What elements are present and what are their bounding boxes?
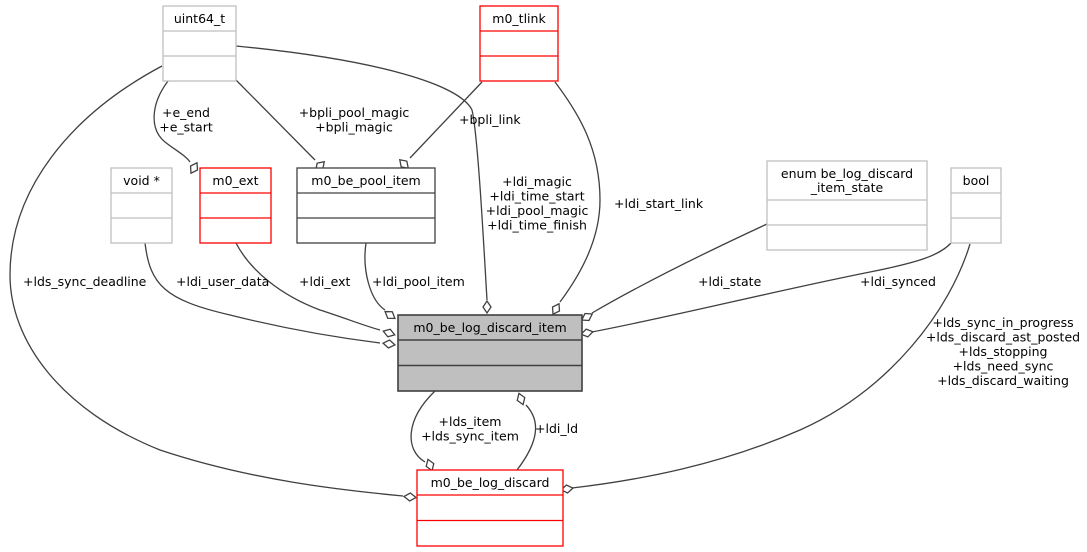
- member-label: +ldi_time_start: [489, 189, 584, 204]
- class-node-m0-ext[interactable]: m0_ext: [199, 167, 272, 244]
- edge-label-uint64-t-to-m0-be-log-discard-item: +ldi_magic+ldi_time_start+ldi_pool_magic…: [486, 174, 589, 233]
- edge-label-m0-tlink-to-m0-be-log-discard-item: +ldi_start_link: [614, 196, 704, 211]
- association-edge: [409, 81, 483, 159]
- member-label: +lds_sync_item: [421, 429, 519, 444]
- aggregation-diamond-icon: [381, 339, 397, 349]
- member-label: +bpli_magic: [315, 120, 393, 135]
- association-edge: [591, 223, 768, 314]
- class-node-uint64-t[interactable]: uint64_t: [162, 5, 237, 82]
- member-label: +ldi_synced: [860, 274, 936, 289]
- aggregation-diamond-icon: [516, 392, 526, 406]
- aggregation-diamond-icon: [384, 310, 396, 320]
- association-edge: [410, 390, 436, 463]
- member-label: +lds_sync_in_progress: [932, 315, 1073, 330]
- association-edge: [235, 45, 488, 301]
- edge-label-enum-state-to-m0-be-log-discard-item: +ldi_state: [698, 274, 762, 289]
- class-box: [296, 167, 436, 244]
- member-label: +bpli_link: [459, 112, 521, 127]
- class-box: [950, 167, 1002, 244]
- association-edge: [9, 65, 404, 497]
- member-label: +ldi_start_link: [614, 196, 704, 211]
- member-label: +lds_discard_ast_posted: [926, 330, 1080, 345]
- edge-label-uint64-t-to-m0-ext: +e_end+e_start: [159, 105, 213, 135]
- class-box: [162, 5, 237, 82]
- aggregation-diamond-icon: [551, 302, 561, 316]
- association-edge: [554, 81, 601, 303]
- edge-label-bool-to-m0-be-log-discard: +lds_sync_in_progress+lds_discard_ast_po…: [926, 315, 1080, 388]
- member-label: +ldi_user_data: [176, 274, 269, 289]
- member-label: +lds_stopping: [959, 344, 1048, 359]
- member-label: +e_end: [162, 105, 210, 120]
- member-label: +lds_need_sync: [953, 359, 1054, 374]
- edge-label-m0-be-log-discard-item-to-m0-be-log-discard: +lds_item+lds_sync_item: [421, 414, 519, 444]
- class-box: [110, 167, 173, 244]
- member-label: +ldi_ext: [299, 274, 350, 289]
- association-edge: [235, 242, 381, 331]
- class-node-bool[interactable]: bool: [950, 167, 1002, 244]
- class-box: [479, 5, 559, 82]
- association-edge: [571, 243, 971, 489]
- edge-label-m0-be-pool-item-to-m0-be-log-discard-item: +ldi_pool_item: [372, 274, 465, 289]
- labels-layer: +e_end+e_start +bpli_pool_magic+bpli_magi…: [23, 105, 1080, 444]
- class-name: uint64_t: [174, 11, 225, 26]
- class-name: m0_be_log_discard_item: [413, 320, 566, 335]
- edge-label-bool-to-m0-be-log-discard-item: +ldi_synced: [860, 274, 936, 289]
- aggregation-diamond-icon: [482, 299, 492, 315]
- class-box: [766, 160, 928, 251]
- member-label: +ldi_magic: [502, 174, 572, 189]
- member-label: +lds_item: [439, 414, 502, 429]
- class-name: m0_ext: [212, 173, 258, 188]
- member-label: +ldi_time_finish: [487, 218, 587, 233]
- member-label: +ldi_ld: [535, 421, 578, 436]
- member-label: +lds_sync_deadline: [23, 274, 147, 289]
- association-edge: [144, 242, 381, 344]
- class-node-m0-be-pool-item[interactable]: m0_be_pool_item: [296, 167, 436, 244]
- association-edge: [364, 242, 386, 311]
- member-label: +ldi_state: [698, 274, 762, 289]
- edge-label-m0-ext-to-m0-be-log-discard-item: +ldi_ext: [299, 274, 350, 289]
- member-label: +lds_discard_waiting: [937, 373, 1069, 388]
- class-node-m0-be-log-discard-item[interactable]: m0_be_log_discard_item: [397, 314, 583, 392]
- class-name: void *: [123, 173, 160, 188]
- class-name: m0_be_pool_item: [311, 173, 420, 188]
- class-node-m0-be-log-discard[interactable]: m0_be_log_discard: [416, 469, 564, 547]
- member-label: +ldi_pool_item: [372, 274, 465, 289]
- edge-label-m0-be-log-discard-to-m0-be-log-discard-item: +ldi_ld: [535, 421, 578, 436]
- class-name: _item_state: [810, 180, 884, 195]
- association-edge: [153, 80, 191, 163]
- member-label: +bpli_pool_magic: [299, 105, 410, 120]
- edges-layer: [9, 45, 971, 502]
- aggregation-diamond-icon: [382, 328, 396, 338]
- class-node-m0-tlink[interactable]: m0_tlink: [479, 5, 559, 82]
- class-name: m0_tlink: [492, 11, 546, 26]
- class-node-enum-state[interactable]: enum be_log_discard_item_state: [766, 160, 928, 251]
- aggregation-diamond-icon: [402, 492, 418, 502]
- edge-label-uint64-t-to-m0-be-log-discard: +lds_sync_deadline: [23, 274, 147, 289]
- class-name: m0_be_log_discard: [431, 475, 550, 490]
- edge-label-m0-tlink-to-m0-be-pool-item: +bpli_link: [459, 112, 521, 127]
- aggregation-diamond-icon: [189, 161, 199, 175]
- association-edge: [235, 79, 316, 161]
- association-edge: [516, 404, 537, 471]
- class-name: enum be_log_discard: [781, 166, 913, 181]
- edge-label-void-ptr-to-m0-be-log-discard-item: +ldi_user_data: [176, 274, 269, 289]
- class-box: [397, 314, 583, 392]
- class-name: bool: [963, 173, 990, 188]
- member-label: +ldi_pool_magic: [486, 203, 589, 218]
- class-box: [199, 167, 272, 244]
- association-edge: [591, 242, 952, 333]
- edge-label-uint64-t-to-m0-be-pool-item: +bpli_pool_magic+bpli_magic: [299, 105, 410, 135]
- class-box: [416, 469, 564, 547]
- class-node-void-ptr[interactable]: void *: [110, 167, 173, 244]
- member-label: +e_start: [159, 120, 213, 135]
